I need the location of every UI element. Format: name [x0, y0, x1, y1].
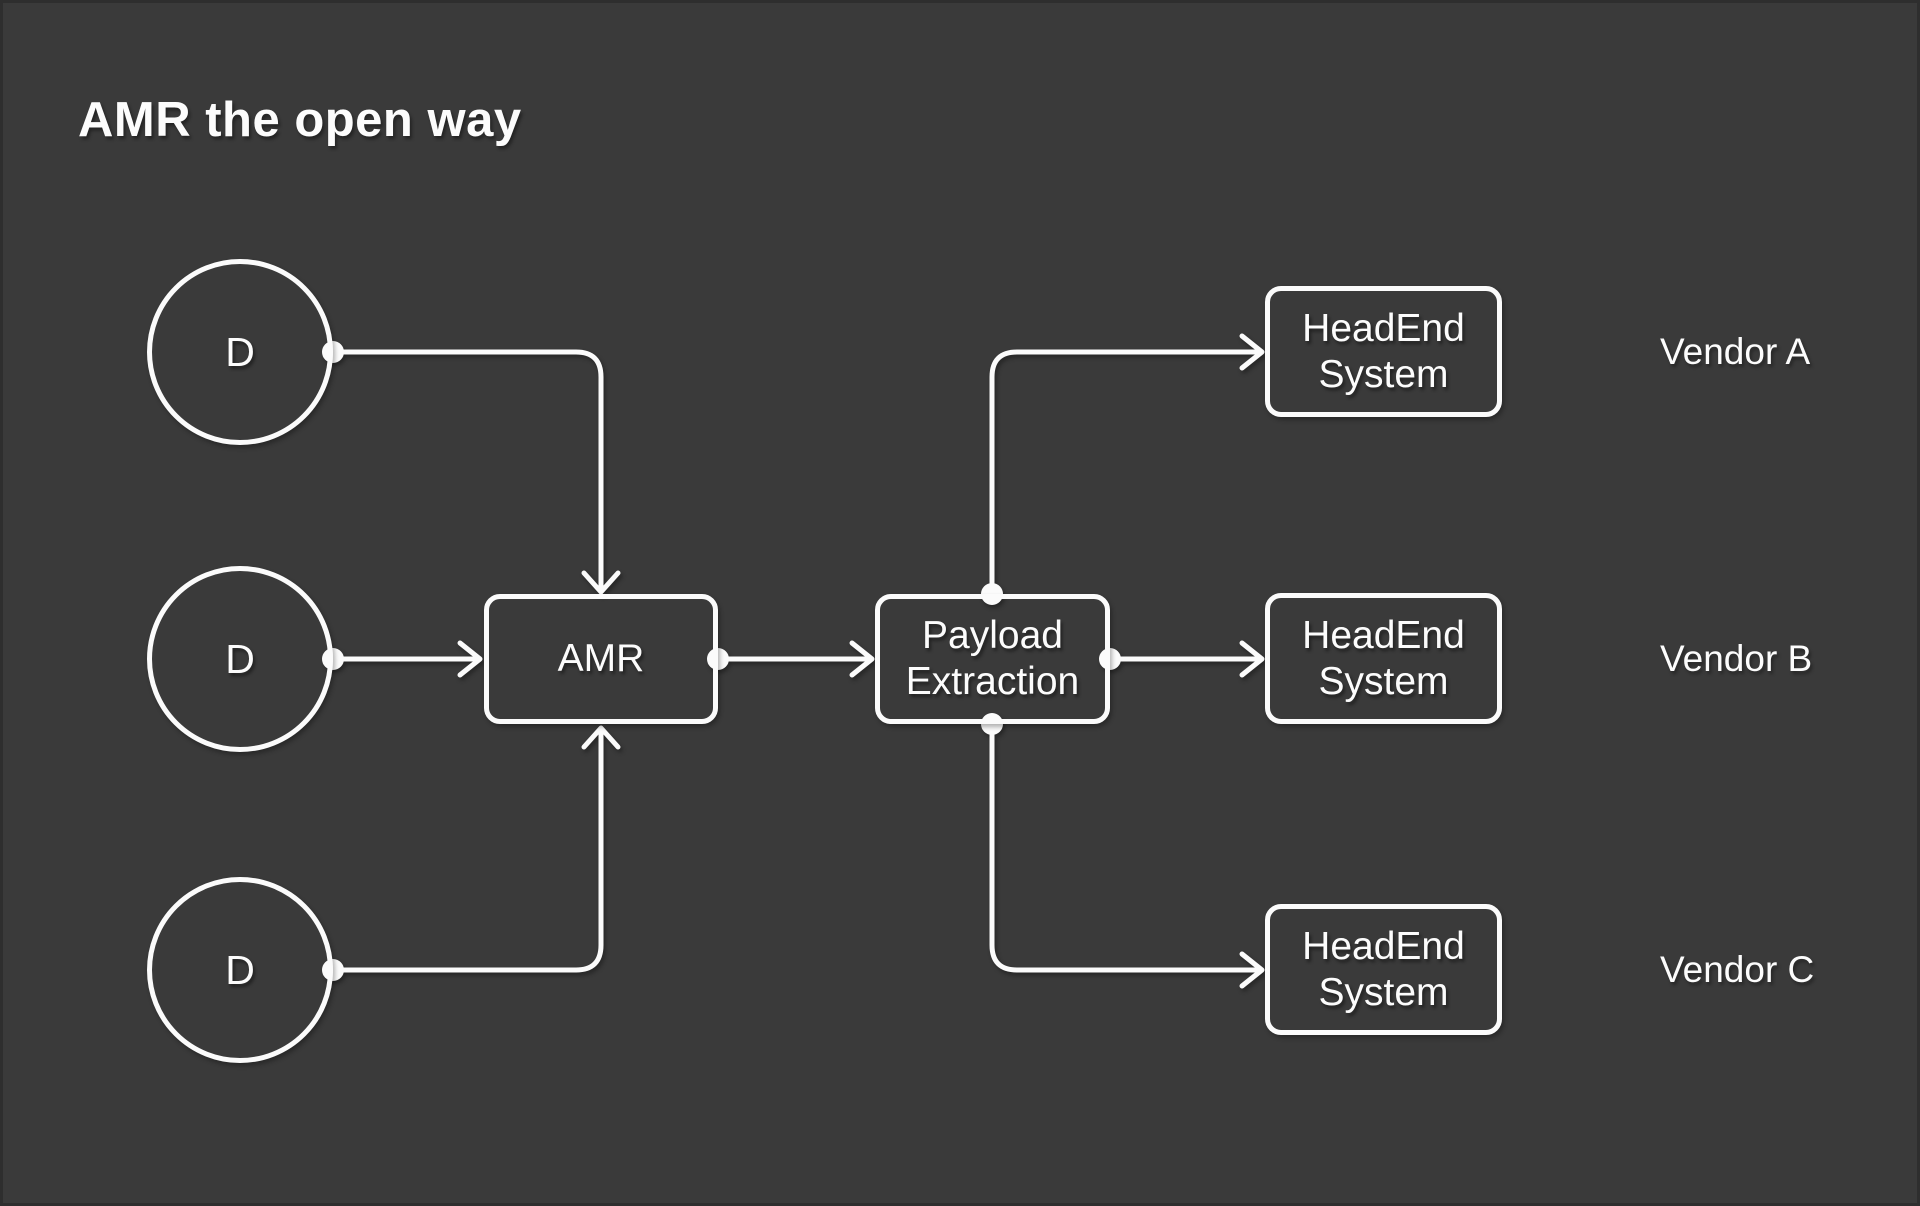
arrowhead-up-icon [581, 725, 621, 750]
node-headend-vendor-b: HeadEnd System [1265, 593, 1502, 724]
arrowhead-right-icon [849, 640, 875, 678]
node-headend-vendor-a: HeadEnd System [1265, 286, 1502, 417]
edge-payload-headendA [989, 349, 1259, 597]
arrowhead-right-icon [1239, 951, 1265, 989]
device-label: D [225, 635, 255, 682]
node-payload-extraction: Payload Extraction [875, 594, 1110, 724]
device-label: D [225, 328, 255, 375]
amr-label: AMR [557, 637, 645, 680]
arrowhead-right-icon [1239, 333, 1265, 371]
headend-label: HeadEnd System [1302, 613, 1465, 703]
vendor-a-label: Vendor A [1660, 331, 1811, 372]
payload-extraction-label: Payload Extraction [905, 614, 1080, 703]
connector-dot [707, 648, 729, 670]
arrowhead-right-icon [1239, 640, 1265, 678]
headend-label: HeadEnd System [1302, 924, 1465, 1014]
node-headend-vendor-c: HeadEnd System [1265, 904, 1502, 1035]
node-device-1: D [147, 259, 333, 445]
arrowhead-right-icon [457, 640, 483, 678]
arrowhead-down-icon [581, 570, 621, 595]
edge-device1-amr [330, 349, 604, 592]
connector-dot [1099, 648, 1121, 670]
node-device-3: D [147, 877, 333, 1063]
vendor-c-label: Vendor C [1660, 949, 1815, 990]
vendor-b-label: Vendor B [1660, 638, 1813, 679]
connector-dot [981, 713, 1003, 735]
headend-label: HeadEnd System [1302, 306, 1465, 396]
node-amr: AMR [484, 594, 718, 724]
diagram-title: AMR the open way [78, 93, 522, 147]
device-label: D [225, 946, 255, 993]
edge-device3-amr [330, 728, 604, 973]
edge-payload-headendC [989, 721, 1259, 973]
node-device-2: D [147, 566, 333, 752]
